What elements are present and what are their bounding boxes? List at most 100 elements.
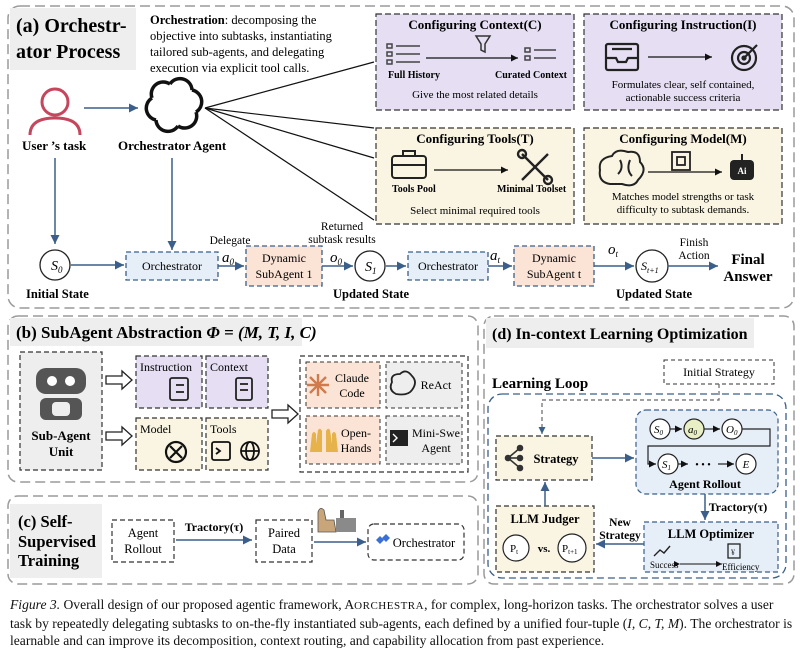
strategy-network-icon (504, 444, 524, 472)
curated-list-icon (524, 47, 556, 61)
state-s0-label: S0 (51, 259, 63, 275)
final-answer-2: Answer (723, 269, 773, 285)
panel-c-title-bg (10, 504, 102, 578)
panel-b-title: (b) SubAgent Abstraction Φ = (M, T, I, C… (16, 323, 317, 342)
paired-data-box (255, 519, 313, 563)
context-card-label: Context (210, 360, 249, 374)
orchestrator-node-1-label: Orchestrator (142, 259, 202, 273)
context-doc-icon (235, 377, 253, 401)
paired-data-1: Paired (268, 526, 301, 540)
agent-openhands-1: Open- (341, 426, 371, 440)
chip-icon (671, 151, 691, 171)
rollout-o0: O0 (726, 424, 738, 437)
curated-context-label: Curated Context (495, 70, 568, 81)
full-history-label: Full History (388, 70, 440, 81)
terminal-icon (211, 441, 231, 461)
panel-a-title-bg (10, 8, 136, 70)
rollout-chain (647, 418, 771, 475)
initial-to-strategy-arrow (538, 384, 720, 434)
action-at: at (490, 248, 501, 265)
panel-c-title-2: Supervised (18, 532, 96, 551)
state-st1-label: St+1 (641, 259, 659, 275)
svg-text:¥: ¥ (731, 548, 735, 557)
finish-label-1: Finish (680, 237, 709, 249)
agent-mini-swe-1: Mini-Swe (412, 426, 460, 440)
panel-d-title: (d) In-context Learning Optimization (492, 326, 748, 343)
agent-claude-code (305, 361, 381, 409)
caption-text-3: ). The orchestrator is learnable and can… (10, 616, 793, 648)
model-desc-1: Matches model strengths or task (612, 191, 755, 203)
agent-rollout-2: Rollout (124, 542, 162, 556)
state-s1-label: S1 (365, 260, 377, 276)
orchestration-line3: tailored sub-agents, and delegating (150, 45, 325, 59)
wrench-screwdriver-icon (516, 148, 554, 186)
mini-swe-terminal-icon (390, 430, 408, 446)
new-strategy-2: Strategy (599, 530, 641, 542)
llm-optimizer-box (643, 521, 779, 573)
claude-sunburst-icon (307, 374, 329, 396)
llm-optimizer-label: LLM Optimizer (668, 527, 755, 541)
context-desc: Give the most related details (412, 89, 538, 101)
orchestrator-node-2-label: Orchestrator (418, 259, 478, 273)
rollout-dots: • • • (695, 460, 711, 471)
inbox-icon (604, 42, 640, 72)
agent-rollout-d-label: Agent Rollout (669, 477, 741, 491)
tools-card-label: Tools (210, 422, 237, 436)
success-chart-icon (653, 545, 671, 557)
dynamic-subagent-1 (245, 245, 323, 287)
subagent-unit-label-2: Unit (49, 444, 74, 459)
agent-rollout-1: Agent (128, 526, 159, 540)
initial-state-label: Initial State (26, 287, 89, 301)
caption-text-2: , for complex, long-horizon tasks. The o… (10, 597, 774, 631)
obs-ot: ot (608, 242, 619, 259)
llama-factory-icon (317, 508, 356, 533)
model-desc-2: difficulty to subtask demands. (617, 204, 750, 216)
dynt-line1: Dynamic (532, 251, 576, 265)
globe-icon (240, 441, 260, 461)
rollout-a0: a0 (688, 424, 698, 437)
context-box-title: Configuring Context(C) (408, 17, 541, 32)
tools-desc: Select minimal required tools (410, 205, 540, 217)
figure-caption: Figure 3. Overall design of our proposed… (10, 596, 794, 649)
panel-c-title-3: Training (18, 551, 80, 570)
orchestration-line4: execution via explicit tool calls. (150, 61, 309, 75)
instruction-card (135, 355, 203, 409)
robot-icon (36, 368, 86, 420)
state-s1 (354, 250, 386, 282)
learning-loop-label: Learning Loop (492, 376, 588, 392)
state-s0 (39, 249, 71, 281)
llm-judger-label: LLM Judger (510, 512, 580, 526)
instruction-card-label: Instruction (140, 360, 192, 374)
instruction-desc-2: actionable success criteria (626, 92, 741, 104)
judger-pt (502, 534, 530, 562)
agent-openhands-2: Hands (341, 441, 372, 455)
caption-label: Figure 3. (10, 597, 61, 612)
delegate-label: Delegate (210, 235, 251, 247)
filter-icon (474, 35, 492, 54)
agent-rollout-box (111, 519, 175, 563)
caption-text-1: Overall design of our proposed agentic f… (60, 597, 355, 612)
caption-tuple: I, C, T, M (627, 616, 680, 631)
judger-pt-label: Pt (510, 543, 518, 556)
orchestrator-node-1 (125, 251, 219, 281)
action-a0: a0 (222, 250, 235, 267)
panel-c-title-1: (c) Self- (18, 512, 73, 531)
orchestrator-star-icon (376, 534, 390, 544)
judger-pt1-label: Pt+1 (562, 543, 578, 556)
caption-smallcaps: ORCHESTRA (354, 600, 425, 612)
framework-diagram: (a) Orchestr- ator Process Orchestration… (7, 5, 795, 585)
tools-box (375, 127, 575, 225)
finish-label-2: Action (678, 250, 710, 262)
history-list-icon (386, 43, 420, 65)
panel-a-title: (a) Orchestr- (16, 15, 127, 37)
initial-strategy-label: Initial Strategy (683, 365, 755, 379)
paired-data-2: Data (272, 542, 296, 556)
openai-logo-icon (164, 440, 188, 464)
obs-o0: o0 (330, 250, 343, 267)
orchestrator-node-2 (407, 251, 489, 281)
orchestrator-box-c (367, 523, 465, 561)
brain-icon (598, 149, 645, 187)
checklist-icon (169, 377, 189, 401)
strategy-label: Strategy (533, 452, 579, 466)
instruction-desc-1: Formulates clear, self contained, (612, 79, 755, 91)
